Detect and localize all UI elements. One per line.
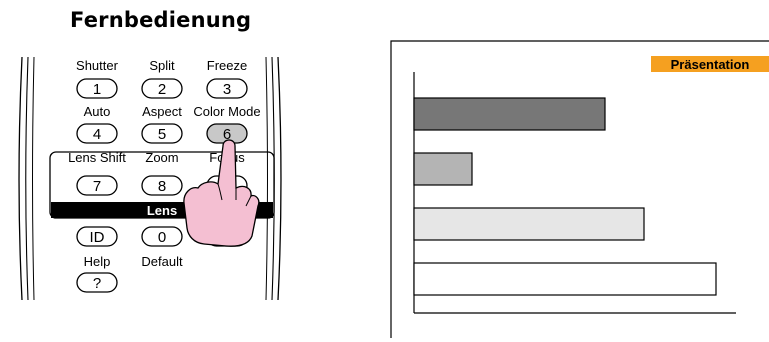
screen-bar-4 <box>414 263 716 295</box>
remote-key-1[interactable]: Shutter 1 <box>76 58 119 98</box>
remote-key-0[interactable]: 0 <box>142 227 182 246</box>
remote-key-label: Aspect <box>142 104 182 119</box>
remote-key-number: 5 <box>158 126 166 143</box>
remote-key-number: 7 <box>93 178 101 195</box>
screen-bar-1 <box>414 98 605 130</box>
screen-frame <box>391 41 769 338</box>
remote-key-?[interactable]: Help? <box>77 254 117 292</box>
remote-key-number: 3 <box>223 81 231 98</box>
remote-edge-right-outer <box>278 57 281 300</box>
remote-key-number: 2 <box>158 81 166 98</box>
remote-key-5[interactable]: Aspect 5 <box>142 104 182 143</box>
remote-key-label: Split <box>149 58 175 73</box>
remote-key-8[interactable]: Zoom 8 <box>142 150 182 195</box>
remote-key-label: Freeze <box>207 58 247 73</box>
remote-key-label: Color Mode <box>193 104 260 119</box>
screen-bar-2 <box>414 153 472 185</box>
remote-key-4[interactable]: Auto 4 <box>77 104 117 143</box>
remote-key-number: 8 <box>158 178 166 195</box>
remote-key-3[interactable]: Freeze 3 <box>207 58 247 98</box>
remote-edge-left-inner2 <box>33 57 35 300</box>
remote-key-number: ID <box>90 229 105 246</box>
remote-key-number: 0 <box>158 229 166 246</box>
remote-key-number: ? <box>93 275 101 292</box>
remote-key-label: Default <box>141 254 183 269</box>
lens-label: Lens <box>147 203 177 218</box>
remote-key-label: Auto <box>84 104 111 119</box>
mode-badge <box>651 56 769 72</box>
remote-key-label: Help <box>84 254 111 269</box>
remote-edge-left-outer <box>19 57 22 300</box>
remote-key-2[interactable]: Split 2 <box>142 58 182 98</box>
remote-key-number: 4 <box>93 126 101 143</box>
remote-key-label: Lens Shift <box>68 150 126 165</box>
pointing-hand-icon <box>184 140 259 246</box>
remote-key-label: Zoom <box>145 150 178 165</box>
remote-edge-left-inner <box>26 57 28 300</box>
remote-key-label: Shutter <box>76 58 119 73</box>
mode-badge-text: Präsentation <box>671 57 750 72</box>
remote-key-id[interactable]: ID <box>77 227 117 246</box>
remote-key-number: 1 <box>93 81 101 98</box>
screen-bar-3 <box>414 208 644 240</box>
remote-key-7[interactable]: Lens Shift 7 <box>68 150 126 195</box>
remote-key-default[interactable]: Default <box>141 254 183 269</box>
remote-edge-right-inner2 <box>266 57 268 300</box>
